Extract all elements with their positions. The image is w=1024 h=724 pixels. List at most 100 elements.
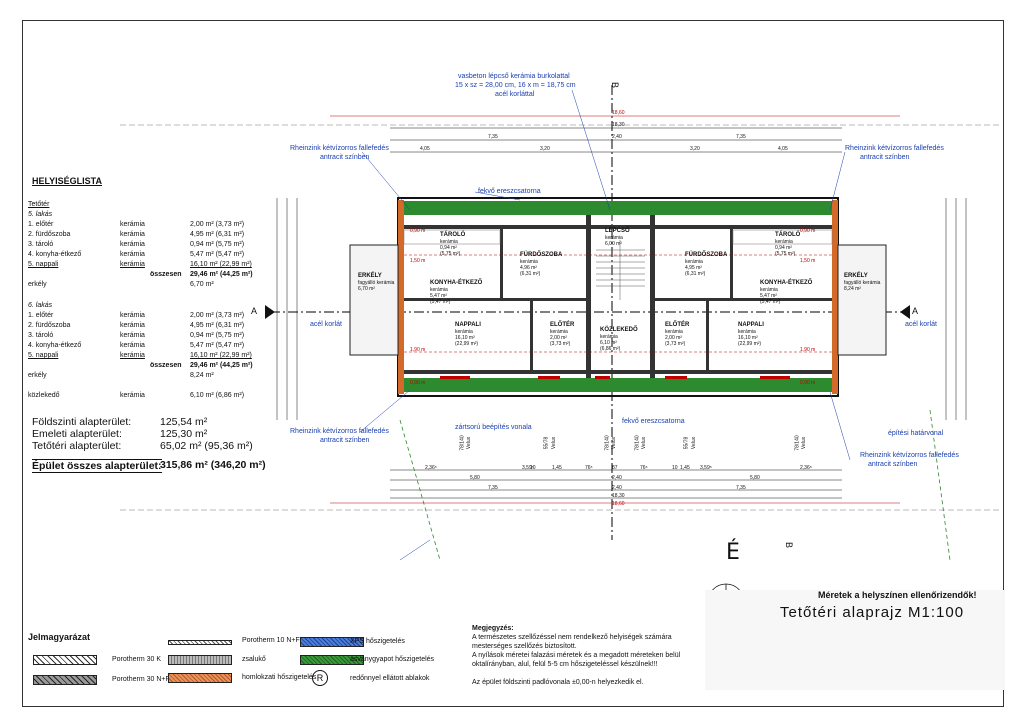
dim-bottom-seg: 5,80 [470, 475, 480, 481]
room-area-gross: (22,99 m²) [738, 341, 762, 347]
dim-bottom-inner: 18,30 [612, 493, 625, 499]
list-item-area: 5,47 m² (5,47 m²) [190, 342, 245, 349]
wall-mid-left [404, 298, 586, 301]
wall-inner-top [404, 225, 832, 229]
room-name: ELŐTÉR [665, 322, 690, 328]
wall-stair-left [586, 215, 591, 378]
legend-shutter-windows: redőnnyel ellátott ablakok [350, 675, 430, 682]
swatch-porotherm-10nf [168, 640, 232, 645]
note-rheinzink-bl: Rheinzink kétvízorros fallefedés [290, 428, 389, 435]
list-item-area: 0,94 m² (5,75 m²) [190, 332, 245, 339]
velux-size: 78/140 [459, 435, 466, 451]
list-item-area: 16,10 m² (22,99 m²) [190, 352, 252, 359]
section-arrow-a-left [265, 305, 275, 319]
room-area-gross: (3,73 m²) [550, 341, 571, 347]
list-item-name: 3. tároló [28, 332, 54, 339]
room-name: ERKÉLY [844, 273, 868, 279]
wall-mid-right [655, 298, 832, 301]
legend-xps: XPS hőszigetelés [350, 638, 405, 645]
dim-bottom-seg: 5,80 [750, 475, 760, 481]
note-stair-1: vasbeton lépcső kerámia burkolattal [458, 73, 570, 80]
velux-marks [440, 376, 790, 379]
note-rheinzink-tr: Rheinzink kétvízorros fallefedés [845, 145, 944, 152]
flat5-balcony-label: erkély [28, 281, 47, 288]
velux-size: 78/140 [634, 435, 641, 451]
balcony-right [837, 244, 887, 356]
summary-label: Emeleti alapterület: [32, 428, 122, 440]
room-material: kerámia [455, 329, 473, 335]
legend-facade-insulation: homlokzati hőszigetelés [242, 674, 317, 681]
note-rheinzink-br: Rheinzink kétvízorros fallefedés [860, 452, 959, 459]
note-line: A természetes szellőzéssel nem rendelkez… [472, 634, 672, 641]
stair-name: közlekedő [28, 392, 60, 399]
room-name: TÁROLÓ [775, 232, 801, 238]
velux-label: Velux [691, 436, 698, 450]
wall-inner-bottom [404, 370, 832, 374]
section-b-top: B [610, 81, 621, 89]
height-090-br: 0,90 m [800, 380, 816, 386]
list-item-name: 2. fürdőszoba [28, 231, 71, 238]
dim-top-total: 18,60 [612, 110, 625, 116]
room-name: KÖZLEKEDŐ [600, 327, 638, 333]
height-090-tl: 0,90 m [410, 228, 426, 234]
room-area: 0,94 m² [440, 245, 457, 251]
flat5-total-value: 29,46 m² (44,25 m²) [190, 271, 253, 278]
room-area: 8,24 m² [844, 286, 861, 292]
height-090-bl: 0,90 m [410, 380, 426, 386]
room-area-gross: (5,47 m²) [760, 299, 781, 305]
room-material: kerámia [605, 235, 623, 241]
dim-top-stair: 2,40 [612, 134, 622, 140]
list-item-material: kerámia [120, 352, 145, 359]
room-material: kerámia [550, 329, 568, 335]
note-closed-row: zártsorú beépítés vonala [455, 424, 532, 431]
dim-bottom-stair: 2,40 [612, 485, 622, 491]
dim-top-flat-right: 7,35 [736, 134, 746, 140]
section-b-bottom: B [784, 541, 795, 549]
room-name: KONYHA-ÉTKEZŐ [760, 280, 813, 286]
boundary-line-right [929, 409, 951, 561]
note-gutter-top: fekvő ereszcsatorna [478, 188, 541, 195]
height-090-tr: 0,90 m [800, 228, 816, 234]
summary-label: Földszinti alapterület: [32, 416, 132, 428]
room-area: 16,10 m² [738, 335, 758, 341]
note-line: Az épület földszinti padlóvonala ±0,00-n… [472, 679, 644, 686]
dim-bottom-total: 18,60 [612, 501, 625, 507]
room-area: 5,47 m² [760, 293, 777, 299]
room-name: FÜRDŐSZOBA [520, 252, 563, 258]
swatch-zsaluko [168, 655, 232, 665]
list-item-material: kerámia [120, 241, 145, 248]
room-area: 16,10 m² [455, 335, 475, 341]
dim-bottom-seg: 76⁵ [585, 465, 593, 471]
room-name: ERKÉLY [358, 273, 382, 279]
north-label: É [726, 540, 740, 565]
roof-insulation-top [400, 201, 836, 215]
note-railing-right: acél korlát [905, 321, 937, 328]
list-item-area: 0,94 m² (5,75 m²) [190, 241, 245, 248]
room-area: 0,94 m² [775, 245, 792, 251]
note-build-limit: építési határvonal [888, 430, 944, 437]
dim-bottom-seg: 2,40 [612, 475, 622, 481]
velux-label: Velux [801, 436, 808, 450]
summary-value: 65,02 m² (95,36 m²) [160, 440, 253, 452]
list-item-area: 4,95 m² (6,31 m²) [190, 231, 245, 238]
dim-bottom-seg: 10 [530, 465, 536, 471]
list-item-area: 2,00 m² (3,73 m²) [190, 312, 245, 319]
summary-label: Tetőtéri alapterület: [32, 440, 122, 452]
summary-value: 125,54 m² [160, 416, 208, 428]
height-150-right: 1,50 m [800, 258, 816, 264]
list-item-name: 5. nappali [28, 261, 59, 268]
list-item-material: kerámia [120, 221, 145, 228]
floor-label: Tetőtér [28, 201, 50, 208]
room-name: LÉPCSŐ [605, 228, 630, 234]
dim-bottom-seg: 87 [612, 465, 618, 471]
section-arrow-a-right [900, 305, 910, 319]
list-item-material: kerámia [120, 342, 145, 349]
room-material: fagyálló kerámia [358, 280, 395, 286]
list-item-name: 3. tároló [28, 241, 54, 248]
room-area: 2,00 m² [550, 335, 567, 341]
grand-total-label: Épület összes alapterület: [32, 459, 162, 473]
room-area-gross: (6,86 m²) [600, 346, 621, 352]
room-area-gross: (5,47 m²) [430, 299, 451, 305]
list-item-area: 2,00 m² (3,73 m²) [190, 221, 245, 228]
